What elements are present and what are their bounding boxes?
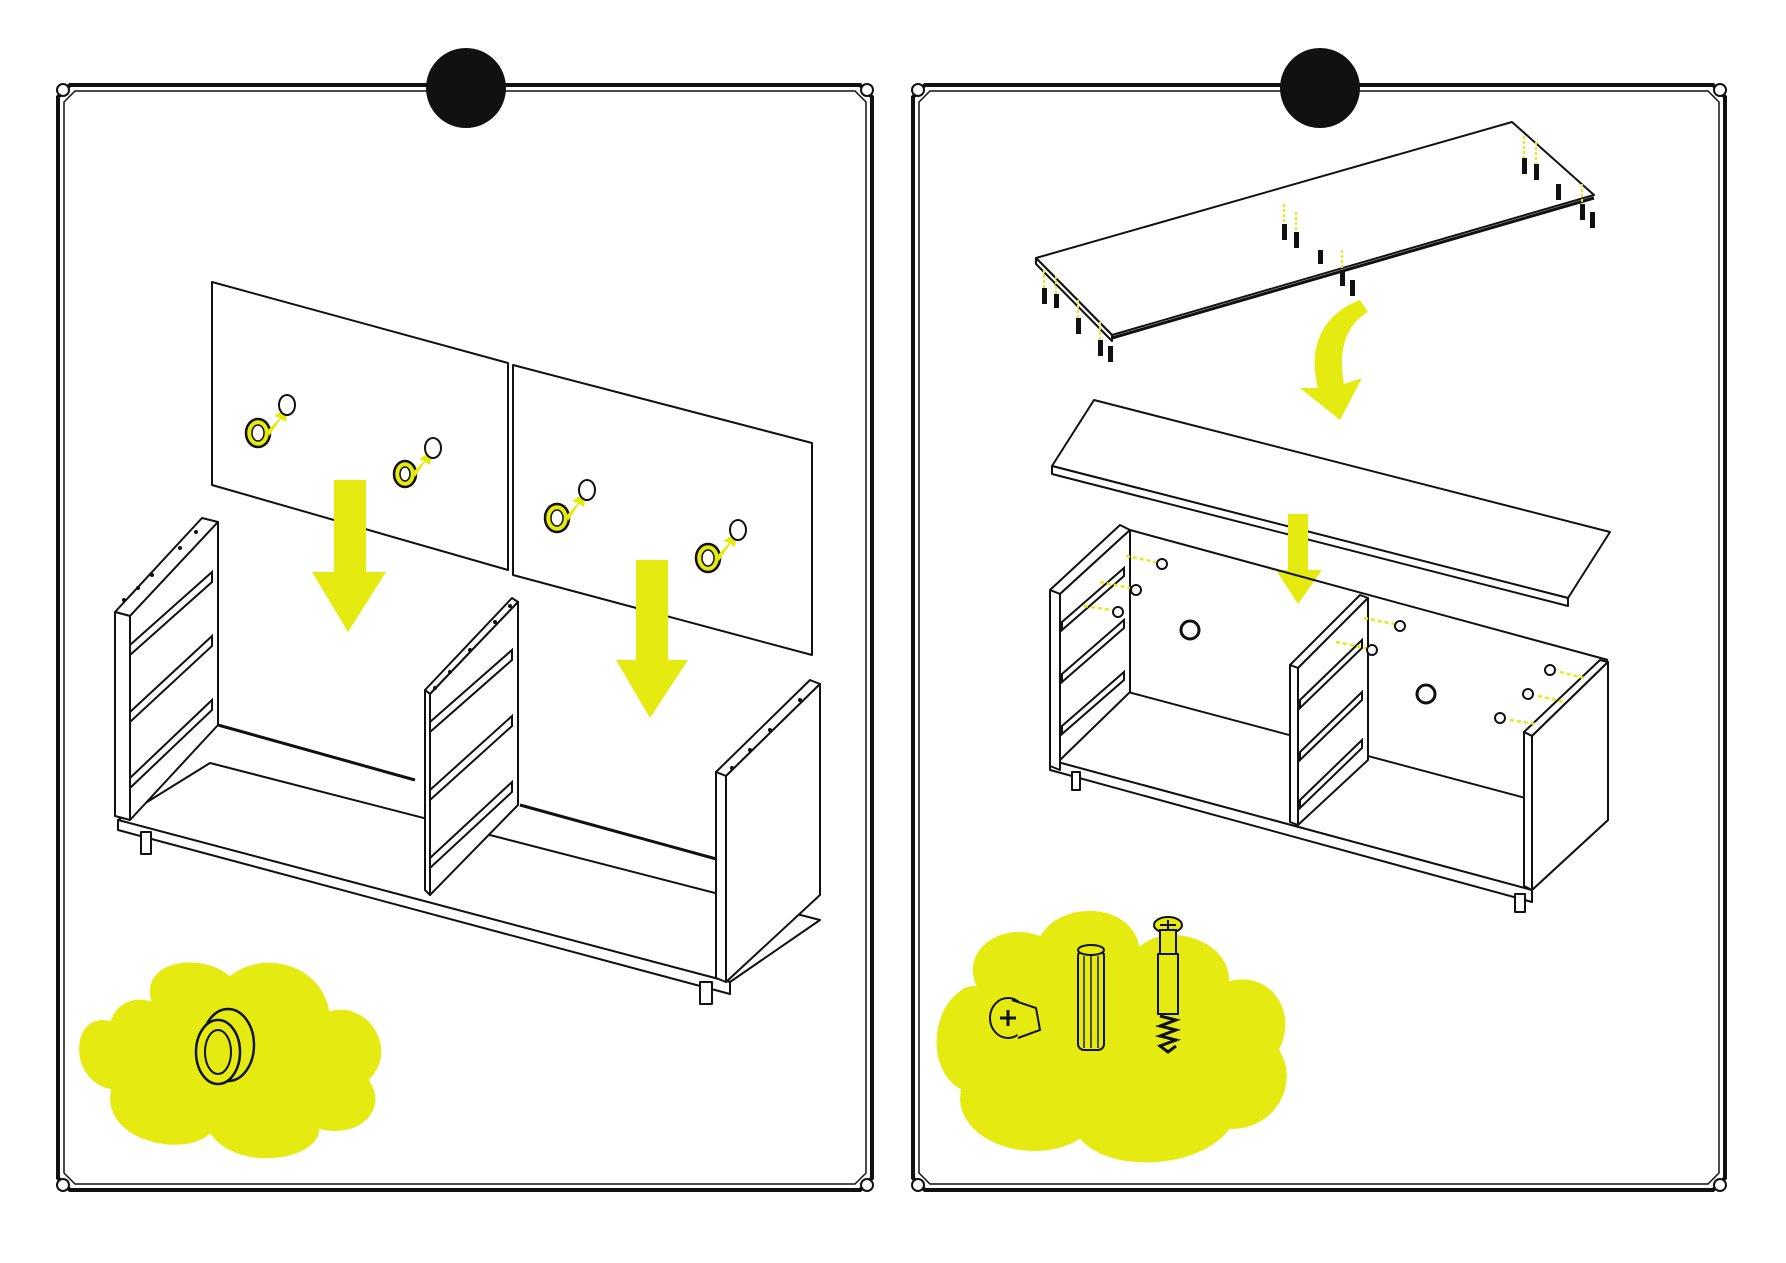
wood-dowel-icon	[1078, 945, 1104, 1050]
hardware-callout-left	[78, 961, 382, 1159]
hardware-callout-right	[936, 910, 1288, 1164]
panel-left	[57, 48, 873, 1191]
top-panel-inverted	[1036, 122, 1595, 362]
panel-right	[912, 48, 1726, 1191]
step-badge-left	[426, 48, 506, 128]
flip-arrow-icon	[1300, 300, 1368, 420]
top-board	[1052, 400, 1610, 606]
step-badge-right	[1280, 48, 1360, 128]
